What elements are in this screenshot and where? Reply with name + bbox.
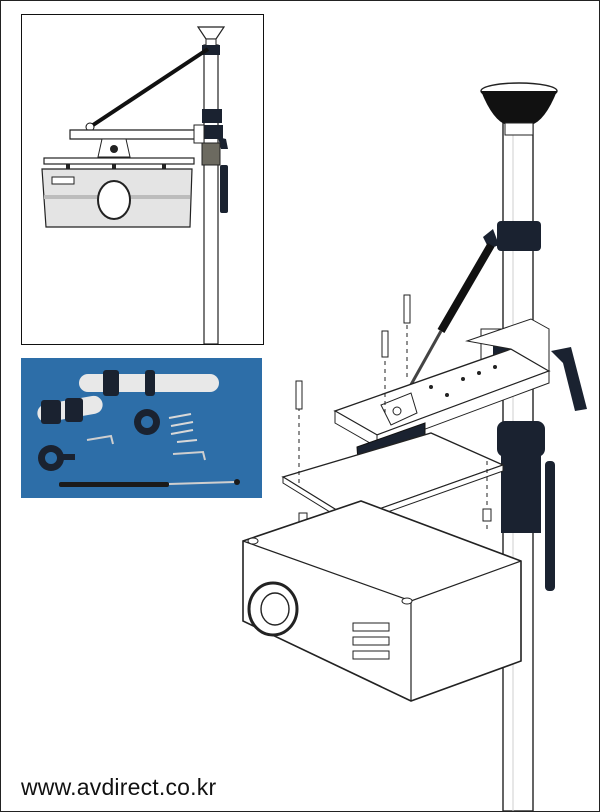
exploded-mount-drawing (231, 61, 599, 811)
footer-url: www.avdirect.co.kr (21, 774, 217, 800)
assembled-mount-drawing (21, 14, 264, 345)
parts-kit-photo (21, 358, 262, 498)
